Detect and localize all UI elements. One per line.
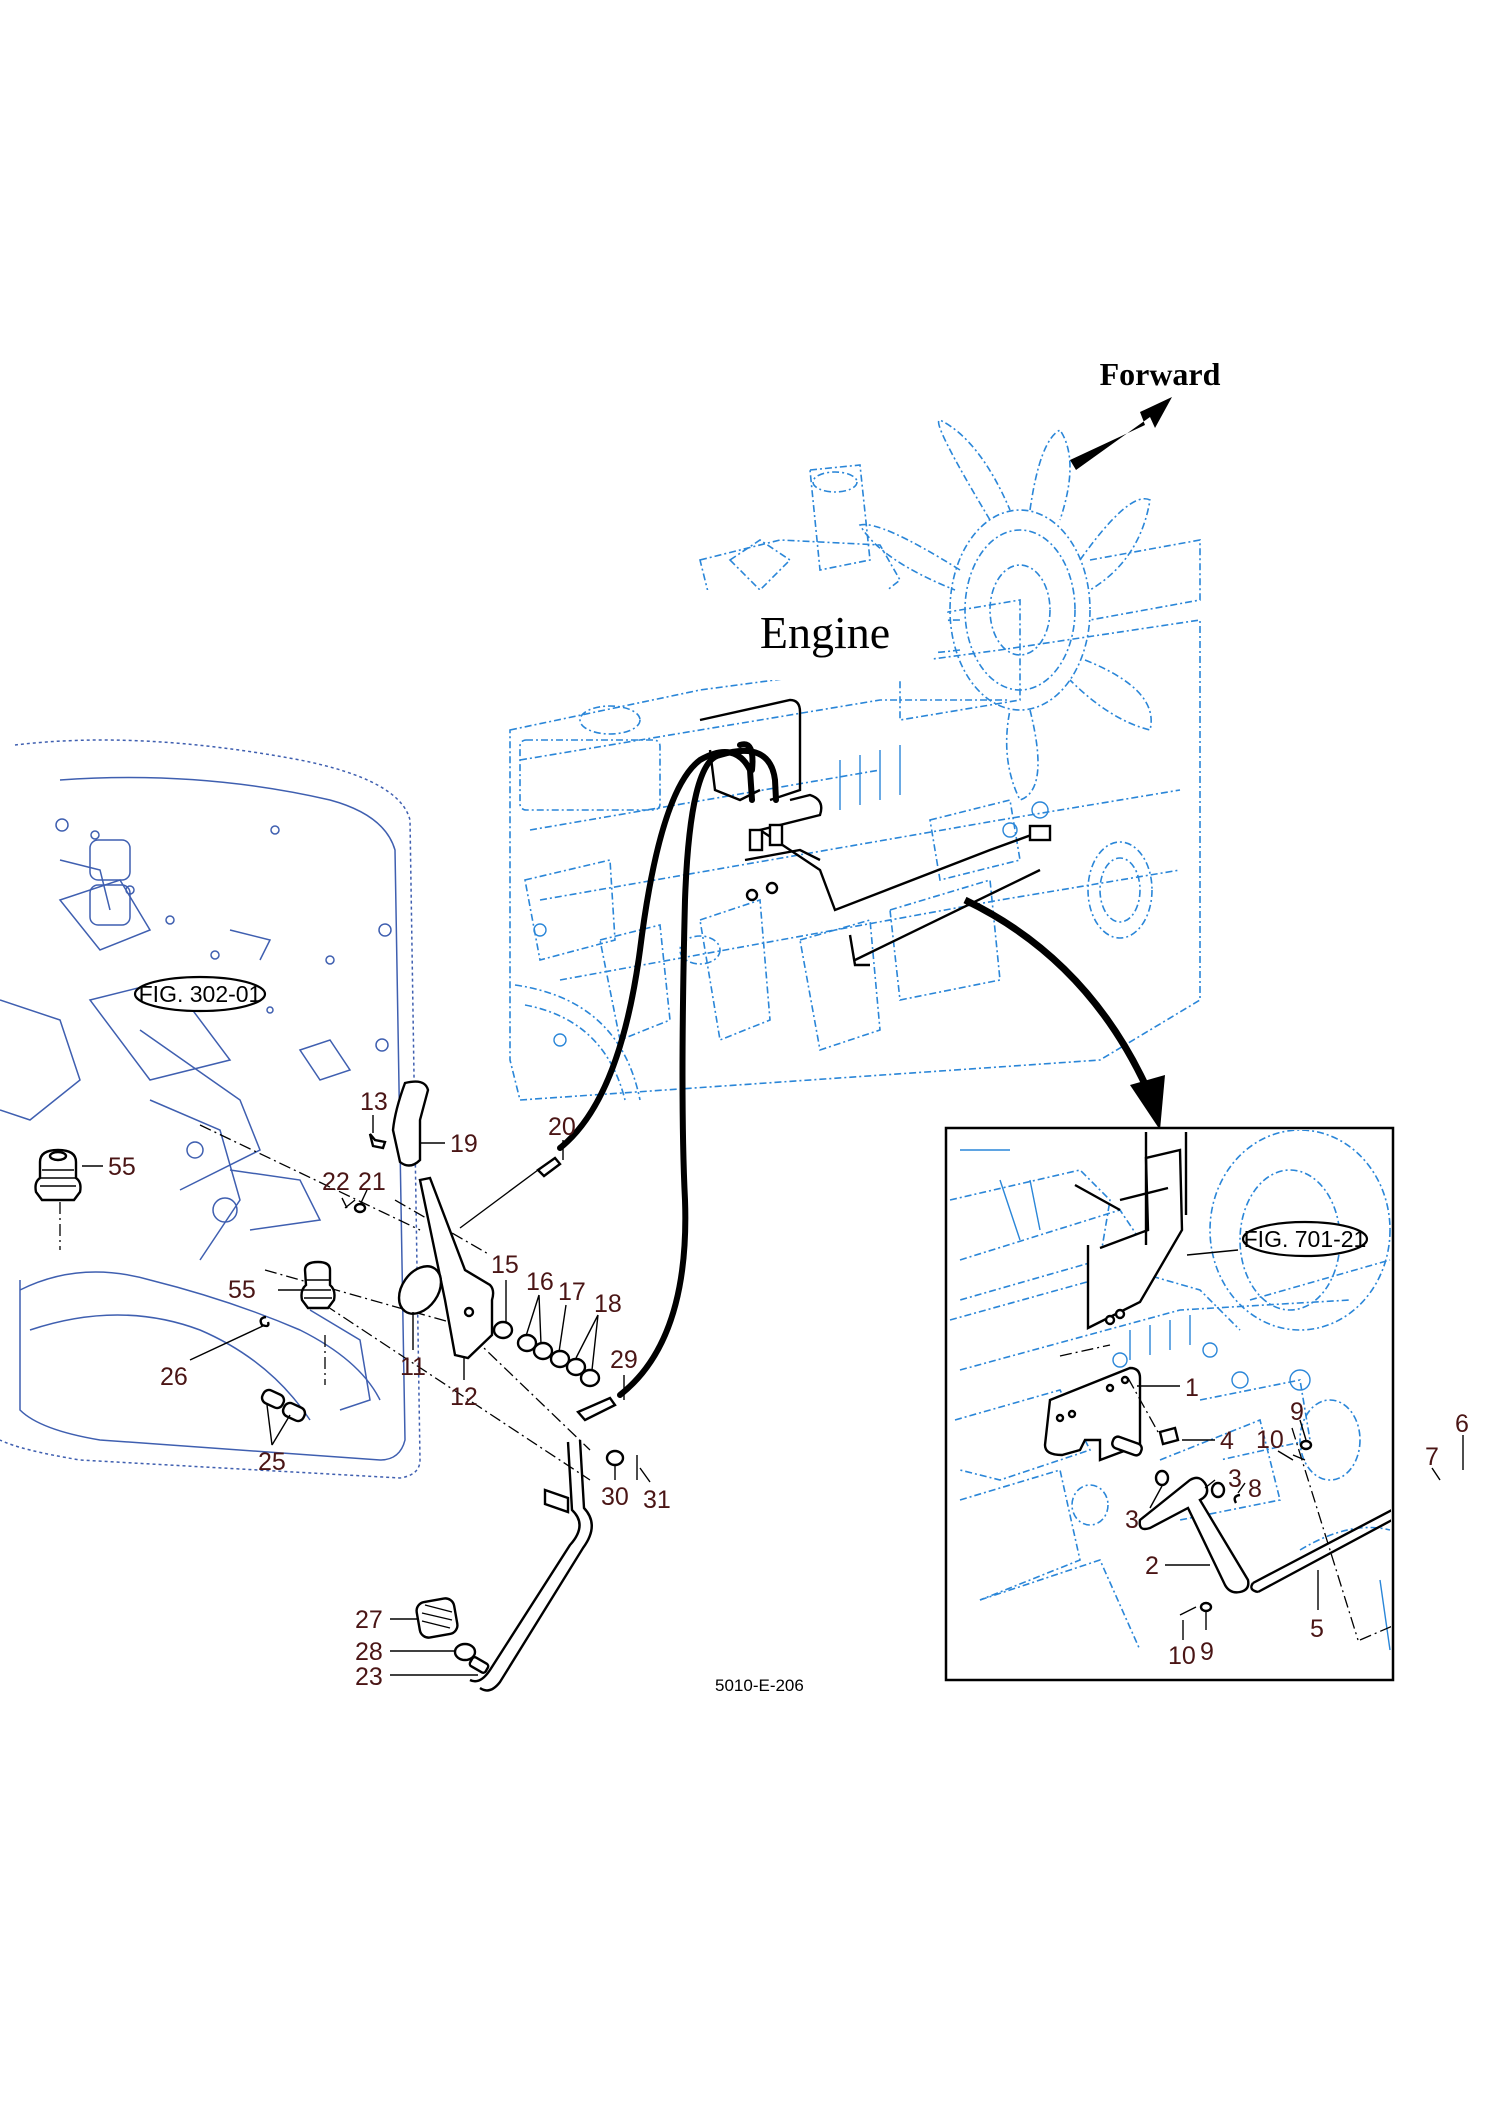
callout-28: 28: [355, 1638, 383, 1666]
callout-55-left: 55: [108, 1153, 136, 1181]
forward-label: Forward: [1100, 356, 1221, 392]
callout-29: 29: [610, 1346, 638, 1374]
inset-callout-1: 1: [1185, 1374, 1199, 1402]
callout-leaders: [82, 1115, 651, 1676]
inset-callout-5: 5: [1310, 1615, 1324, 1643]
forward-arrow-icon: [1070, 397, 1172, 470]
inset-callout-6: 6: [1455, 1410, 1469, 1438]
throttle-cable-lower: [617, 747, 779, 1398]
inset-callout-9-bottom: 9: [1200, 1638, 1214, 1666]
part-11-plate: [397, 1265, 443, 1315]
engine-label: Engine: [760, 607, 890, 658]
inset-callout-10-bottom: 10: [1168, 1642, 1196, 1670]
detail-inset: [944, 1126, 1464, 1682]
callout-23: 23: [355, 1663, 383, 1691]
part-16-washers: [516, 1333, 554, 1361]
callout-27: 27: [355, 1606, 383, 1634]
callout-25: 25: [258, 1448, 286, 1476]
callout-55-center: 55: [228, 1276, 256, 1304]
callout-11: 11: [400, 1353, 426, 1381]
figure-ref-302-01[interactable]: FIG. 302-01: [133, 975, 267, 1013]
part-29-cable-end: [576, 1396, 617, 1422]
inset-callout-4: 4: [1220, 1427, 1234, 1455]
part-17-washer: [549, 1349, 571, 1369]
part-26-clip: [259, 1315, 270, 1328]
callout-22: 22: [322, 1168, 350, 1196]
inset-callout-3-left: 3: [1125, 1506, 1139, 1534]
part-27-pedal-pad: [415, 1597, 459, 1639]
callout-12: 12: [450, 1383, 478, 1411]
inset-callout-3-right: 3: [1228, 1465, 1242, 1493]
dashboard-panel-outline: [0, 739, 421, 1479]
inset-callout-2: 2: [1145, 1552, 1159, 1580]
part-30-washer: [605, 1449, 625, 1467]
callout-21: 21: [358, 1168, 386, 1196]
inset-callouts: 1 4 9 10 6 7 3 3 8 2 5 10 9: [1125, 1374, 1469, 1670]
callout-30: 30: [601, 1483, 629, 1511]
callout-26: 26: [160, 1363, 188, 1391]
inset-pointer-arrow: [963, 896, 1154, 1097]
part-55-stopper-left: [34, 1148, 82, 1202]
callout-20: 20: [548, 1113, 576, 1141]
part-18-nuts: [565, 1357, 601, 1388]
engine-illustration: [509, 419, 1201, 1101]
callout-19: 19: [450, 1130, 478, 1158]
main-callouts: 55 55 13 19 20 22 21 15 16 17 18 11 12 2…: [108, 1088, 671, 1691]
part-13-screw: [368, 1133, 387, 1150]
callout-18: 18: [594, 1290, 622, 1318]
part-21-washer: [353, 1202, 367, 1214]
callout-13: 13: [360, 1088, 388, 1116]
callout-17: 17: [558, 1278, 586, 1306]
svg-text:FIG. 701-21: FIG. 701-21: [1244, 1226, 1367, 1252]
inset-part-2-arm: [1138, 1476, 1250, 1594]
callout-31: 31: [643, 1486, 671, 1514]
part-12-lever: [418, 1176, 495, 1360]
part-20-cable-end: [536, 1156, 562, 1178]
part-28-nut: [453, 1642, 477, 1662]
inset-callout-9-top: 9: [1290, 1398, 1304, 1426]
inset-callout-7: 7: [1425, 1443, 1439, 1471]
part-15-washer: [492, 1320, 514, 1340]
engine-label-backdrop: [690, 590, 950, 680]
callout-16: 16: [526, 1268, 554, 1296]
svg-text:FIG. 302-01: FIG. 302-01: [139, 981, 262, 1007]
part-19-pedal-pad: [391, 1080, 430, 1167]
inset-part-4-bolt: [1158, 1426, 1180, 1446]
figure-ref-701-21[interactable]: FIG. 701-21: [1241, 1220, 1369, 1258]
inset-callout-10-top: 10: [1256, 1426, 1284, 1454]
engine-bracket-assembly: [699, 698, 1052, 967]
inset-part-5-rod: [1252, 1509, 1391, 1594]
callout-15: 15: [491, 1251, 519, 1279]
inset-callout-8: 8: [1248, 1475, 1262, 1503]
part-55-stopper-center: [300, 1260, 336, 1310]
part-23-pedal-arm: [469, 1439, 593, 1692]
drawing-number: 5010-E-206: [715, 1676, 804, 1695]
